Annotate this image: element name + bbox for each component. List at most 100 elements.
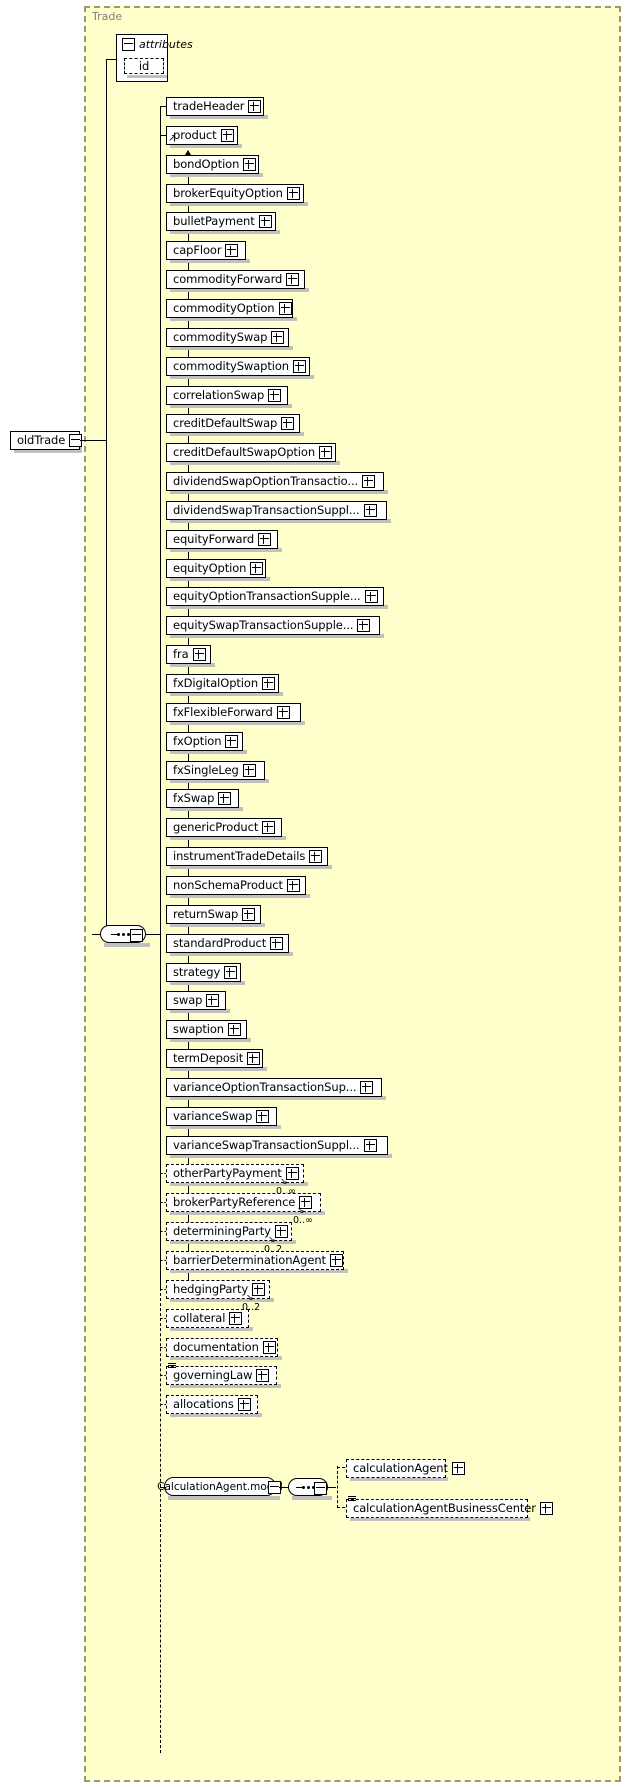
element-termdeposit[interactable]: termDeposit <box>166 1049 263 1068</box>
expand-plus-icon[interactable] <box>285 1167 299 1180</box>
element-brokerpartyreference[interactable]: brokerPartyReference <box>166 1193 321 1212</box>
expand-plus-icon[interactable] <box>363 1139 377 1152</box>
element-equityforward[interactable]: equityForward <box>166 530 278 549</box>
attributes-header[interactable]: attributes <box>118 36 193 53</box>
expand-plus-icon[interactable] <box>276 706 290 719</box>
expand-plus-icon[interactable] <box>286 879 300 892</box>
element-genericproduct[interactable]: genericProduct <box>166 818 282 837</box>
element-collateral[interactable]: collateral <box>166 1309 249 1328</box>
expand-plus-icon[interactable] <box>299 1196 313 1209</box>
expand-plus-icon[interactable] <box>192 648 206 661</box>
calculation-agent-model[interactable]: CalculationAgent.model <box>157 1477 283 1496</box>
element-hedgingparty[interactable]: hedgingParty <box>166 1280 270 1299</box>
expand-plus-icon[interactable] <box>220 129 234 142</box>
element-equityswaptransactionsupple[interactable]: equitySwapTransactionSupple... <box>166 616 380 635</box>
expand-plus-icon[interactable] <box>227 1023 241 1036</box>
expand-plus-icon[interactable] <box>206 994 220 1007</box>
element-fxswap[interactable]: fxSwap <box>166 789 239 808</box>
expand-plus-icon[interactable] <box>281 417 295 430</box>
element-fra[interactable]: fra <box>166 645 211 664</box>
expand-plus-icon[interactable] <box>286 187 300 200</box>
expand-plus-icon[interactable] <box>225 244 239 257</box>
element-documentation[interactable]: documentation <box>166 1338 278 1357</box>
element-commodityswaption[interactable]: commoditySwaption <box>166 357 310 376</box>
attributes-collapse-minus-icon[interactable] <box>122 38 135 51</box>
expand-plus-icon[interactable] <box>360 1081 374 1094</box>
element-bondoption[interactable]: bondOption <box>166 155 259 174</box>
expand-plus-icon[interactable] <box>274 1225 288 1238</box>
element-commodityswap[interactable]: commoditySwap <box>166 328 289 347</box>
expand-plus-icon[interactable] <box>224 966 238 979</box>
element-swaption[interactable]: swaption <box>166 1020 247 1039</box>
element-swap[interactable]: swap <box>166 991 226 1010</box>
element-varianceswaptransactionsuppl[interactable]: varianceSwapTransactionSuppl... <box>166 1136 388 1155</box>
expand-plus-icon[interactable] <box>271 331 285 344</box>
element-varianceswap[interactable]: varianceSwap <box>166 1107 277 1126</box>
attribute-id[interactable]: id <box>124 58 164 74</box>
expand-plus-icon[interactable] <box>357 619 371 632</box>
expand-plus-icon[interactable] <box>329 1254 343 1267</box>
expand-plus-icon[interactable] <box>319 446 333 459</box>
element-brokerequityoption[interactable]: brokerEquityOption <box>166 184 304 203</box>
expand-plus-icon[interactable] <box>362 475 376 488</box>
element-calculationagent[interactable]: calculationAgent <box>346 1459 465 1478</box>
element-capfloor[interactable]: capFloor <box>166 241 246 260</box>
expand-plus-icon[interactable] <box>243 158 257 171</box>
element-product[interactable]: product <box>166 126 238 145</box>
element-determiningparty[interactable]: determiningParty <box>166 1222 292 1241</box>
expand-plus-icon[interactable] <box>278 302 292 315</box>
element-fxdigitaloption[interactable]: fxDigitalOption <box>166 674 279 693</box>
element-returnswap[interactable]: returnSwap <box>166 905 261 924</box>
element-equityoptiontransactionsupple[interactable]: equityOptionTransactionSupple... <box>166 587 384 606</box>
expand-plus-icon[interactable] <box>225 735 239 748</box>
element-strategy[interactable]: strategy <box>166 963 241 982</box>
expand-plus-icon[interactable] <box>256 1369 270 1382</box>
element-otherpartypayment[interactable]: otherPartyPayment <box>166 1164 304 1183</box>
sequence-collapse-minus-icon[interactable] <box>130 929 143 942</box>
expand-plus-icon[interactable] <box>229 1312 243 1325</box>
expand-plus-icon[interactable] <box>268 389 282 402</box>
ca-connector-collapse-minus-icon[interactable] <box>314 1482 327 1495</box>
expand-plus-icon[interactable] <box>286 273 300 286</box>
expand-plus-icon[interactable] <box>363 504 377 517</box>
root-element-oldtrade[interactable]: oldTrade <box>10 431 83 450</box>
element-correlationswap[interactable]: correlationSwap <box>166 386 288 405</box>
expand-plus-icon[interactable] <box>309 850 323 863</box>
expand-plus-icon[interactable] <box>258 533 272 546</box>
expand-plus-icon[interactable] <box>252 1283 266 1296</box>
expand-plus-icon[interactable] <box>451 1462 465 1475</box>
element-fxflexibleforward[interactable]: fxFlexibleForward <box>166 703 301 722</box>
element-creditdefaultswap[interactable]: creditDefaultSwap <box>166 414 300 433</box>
element-nonschemaproduct[interactable]: nonSchemaProduct <box>166 876 306 895</box>
expand-plus-icon[interactable] <box>242 908 256 921</box>
expand-plus-icon[interactable] <box>250 562 264 575</box>
expand-plus-icon[interactable] <box>237 1398 251 1411</box>
expand-plus-icon[interactable] <box>218 792 232 805</box>
element-dividendswaptransactionsuppl[interactable]: dividendSwapTransactionSuppl... <box>166 501 387 520</box>
element-commodityforward[interactable]: commodityForward <box>166 270 305 289</box>
element-instrumenttradedetails[interactable]: instrumentTradeDetails <box>166 847 328 866</box>
element-fxsingleleg[interactable]: fxSingleLeg <box>166 761 265 780</box>
expand-plus-icon[interactable] <box>247 1052 261 1065</box>
expand-plus-icon[interactable] <box>270 937 284 950</box>
element-governinglaw[interactable]: governingLaw <box>166 1366 277 1385</box>
expand-plus-icon[interactable] <box>539 1502 553 1515</box>
element-equityoption[interactable]: equityOption <box>166 559 266 578</box>
element-calculationagentbusinesscenter[interactable]: calculationAgentBusinessCenter <box>346 1499 553 1518</box>
expand-plus-icon[interactable] <box>258 215 272 228</box>
element-commodityoption[interactable]: commodityOption <box>166 299 293 318</box>
expand-plus-icon[interactable] <box>293 360 306 373</box>
element-fxoption[interactable]: fxOption <box>166 732 243 751</box>
expand-plus-icon[interactable] <box>256 1110 270 1123</box>
element-dividendswapoptiontransactio[interactable]: dividendSwapOptionTransactio... <box>166 472 384 491</box>
element-allocations[interactable]: allocations <box>166 1395 258 1414</box>
expand-plus-icon[interactable] <box>262 821 276 834</box>
element-creditdefaultswapoption[interactable]: creditDefaultSwapOption <box>166 443 336 462</box>
element-barrierdeterminationagent[interactable]: barrierDeterminationAgent <box>166 1251 344 1270</box>
expand-plus-icon[interactable] <box>262 1341 276 1354</box>
expand-plus-icon[interactable] <box>364 590 378 603</box>
expand-plus-icon[interactable] <box>262 677 276 690</box>
element-bulletpayment[interactable]: bulletPayment <box>166 212 276 231</box>
element-tradeheader[interactable]: tradeHeader <box>166 97 264 116</box>
expand-plus-icon[interactable] <box>242 764 256 777</box>
